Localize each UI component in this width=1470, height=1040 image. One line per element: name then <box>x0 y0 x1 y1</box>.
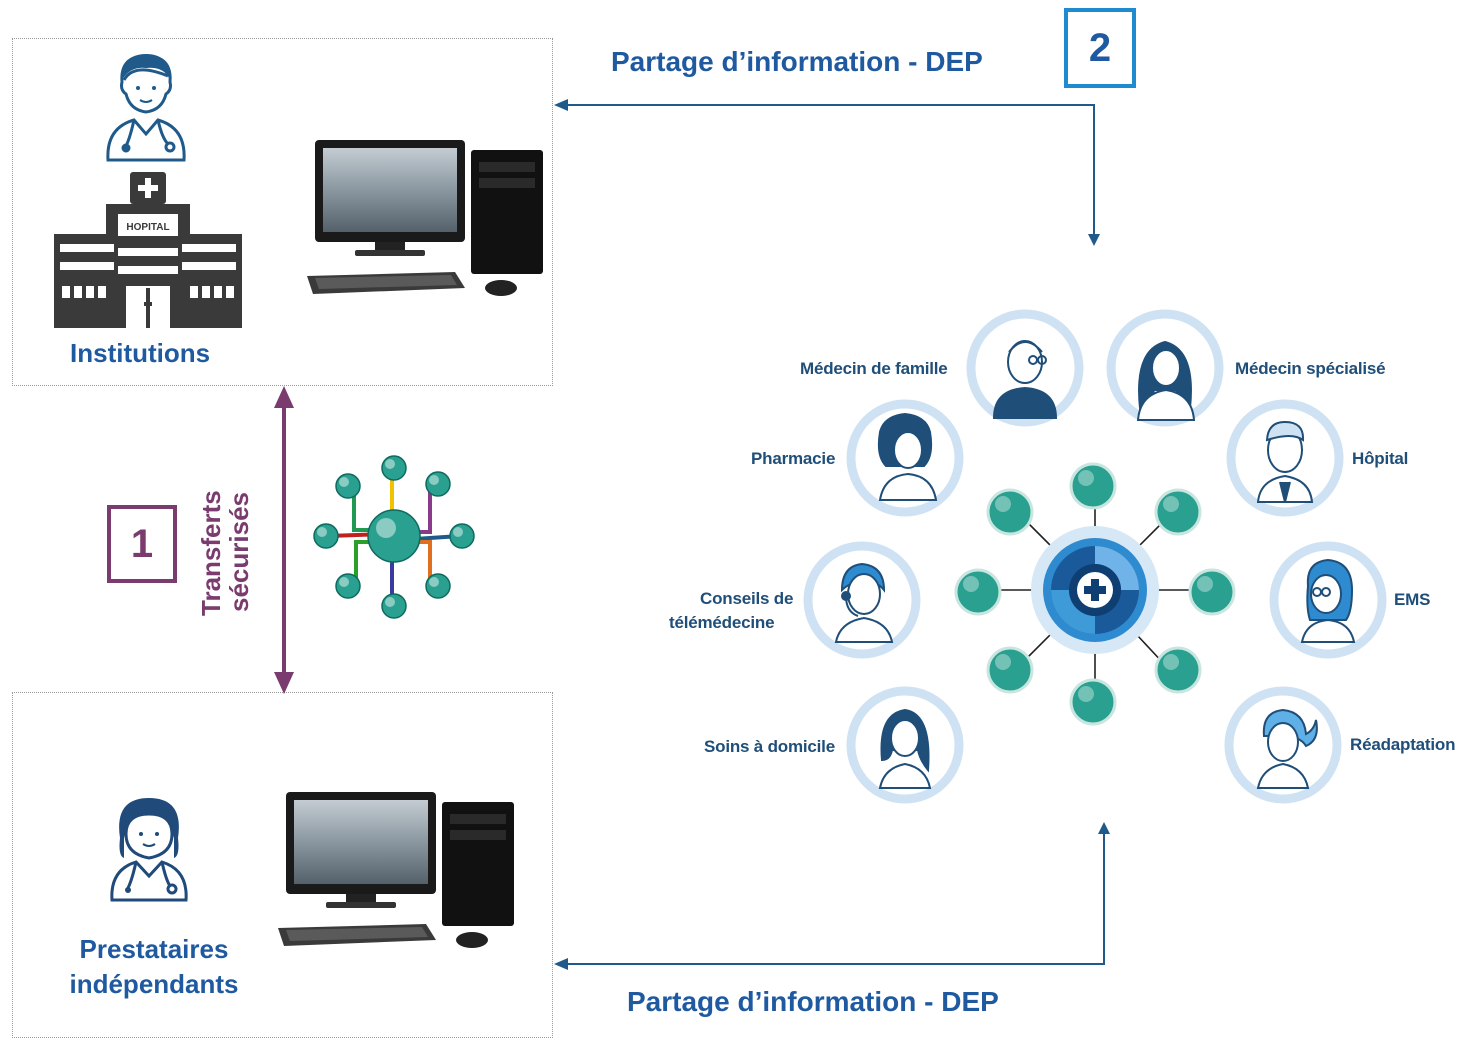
independents-label-line2: indépendants <box>69 969 239 999</box>
step-2-badge: 2 <box>1064 8 1136 88</box>
hospital-sign-text: HOPITAL <box>126 222 169 233</box>
step-1-badge: 1 <box>107 505 177 583</box>
hospital-icon: HOPITAL <box>54 172 242 328</box>
node-label-hopital: Hôpital <box>1352 449 1409 468</box>
sharing-top-label: Partage d’information - DEP <box>611 46 983 77</box>
home-care-avatar <box>878 708 932 789</box>
transfer-label-line1: Transferts <box>196 490 226 616</box>
node-label-readaptation: Réadaptation <box>1350 735 1456 754</box>
network-hub-icon <box>313 455 475 619</box>
rehabilitation-avatar <box>1256 708 1318 789</box>
care-network <box>803 309 1387 804</box>
female-doctor-icon <box>110 798 188 902</box>
computer-icon <box>278 792 514 948</box>
sharing-bottom-label: Partage d’information - DEP <box>627 986 999 1017</box>
institutions-panel <box>12 38 553 386</box>
male-doctor-icon <box>106 54 186 162</box>
node-label-soins: Soins à domicile <box>704 737 835 756</box>
hospital-avatar <box>1256 420 1314 503</box>
transfer-label-line2: sécurisés <box>224 492 254 612</box>
node-label-medecin-famille: Médecin de famille <box>800 359 948 378</box>
independents-label-line1: Prestataires <box>79 934 229 964</box>
institutions-label: Institutions <box>70 338 211 368</box>
pharmacy-avatar <box>877 412 938 501</box>
computer-icon <box>307 140 543 296</box>
secure-transfer-label: Transferts sécurisés <box>196 490 254 616</box>
node-label-pharmacie: Pharmacie <box>751 449 836 468</box>
telemedicine-avatar <box>834 562 894 643</box>
independents-label: Prestataires indépendants <box>12 932 296 1002</box>
node-label-ems: EMS <box>1394 590 1431 609</box>
independents-panel <box>12 692 553 1038</box>
node-label-conseils-line1: Conseils de <box>700 589 794 608</box>
specialist-doctor-avatar <box>1136 340 1196 421</box>
nursing-home-avatar <box>1300 558 1356 643</box>
node-label-medecin-specialise: Médecin spécialisé <box>1235 359 1386 378</box>
node-label-conseils-line2: télémédecine <box>669 613 775 632</box>
bidirectional-arrow <box>274 386 294 694</box>
family-doctor-avatar <box>992 340 1058 419</box>
